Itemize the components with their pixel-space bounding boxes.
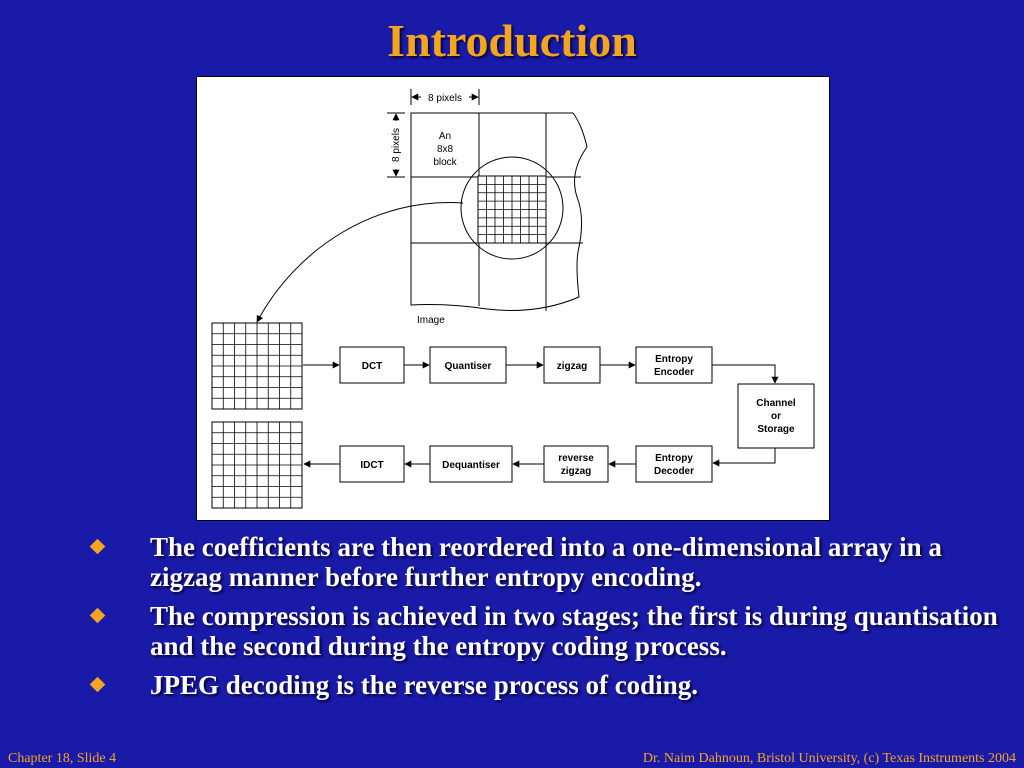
zigzag-label: zigzag [557,361,588,372]
diamond-bullet-icon [89,607,106,624]
reverse-zigzag-box [543,445,609,483]
block-label-line-1: An [439,131,451,142]
bullet-text: The compression is achieved in two stage… [150,601,998,661]
dct-label: DCT [362,361,383,372]
entropy-encoder-box [635,346,713,384]
zigzag-box [543,346,601,384]
idct-box [339,445,405,483]
diamond-bullet-icon [89,538,106,555]
magnified-block-grid [477,175,547,244]
bullet-list: The coefficients are then reordered into… [89,532,1020,709]
bullet-text: The coefficients are then reordered into… [150,532,942,592]
reverse-zigzag-label-1: reverse [558,453,594,464]
slide-title: Introduction [387,15,637,66]
dim-horizontal-label: 8 pixels [428,93,462,104]
dct-box [339,346,405,384]
bullet-item: The coefficients are then reordered into… [89,532,1020,592]
quantiser-label: Quantiser [445,361,492,372]
bullet-text: JPEG decoding is the reverse process of … [150,670,698,700]
quantiser-box [429,346,507,384]
block-label-line-3: block [433,157,457,168]
channel-storage-box [737,383,815,449]
dimension-vertical [387,112,405,178]
output-block-grid [211,421,303,509]
jpeg-diagram: 8 pixels 8 pixels An 8x8 block Image [196,76,830,521]
entropy-decoder-label-1: Entropy [655,453,693,464]
entropy-encoder-label-2: Encoder [654,367,694,378]
curved-arrow [256,202,464,323]
channel-label-1: Channel [756,398,796,409]
diamond-bullet-icon [89,676,106,693]
channel-label-2: or [771,411,781,422]
idct-label: IDCT [360,460,383,471]
reverse-zigzag-label-2: zigzag [561,466,592,477]
bullet-item: The compression is achieved in two stage… [89,601,1020,661]
entropy-decoder-label-2: Decoder [654,466,694,477]
arrow-encoder-to-channel [712,364,779,384]
channel-label-3: Storage [757,424,795,435]
dequantiser-box [429,445,513,483]
footer-slide-number: Chapter 18, Slide 4 [8,751,117,766]
dequantiser-label: Dequantiser [442,460,500,471]
footer-credit: Dr. Naim Dahnoun, Bristol University, (c… [642,751,1016,766]
jpeg-diagram-svg: 8 pixels 8 pixels An 8x8 block Image [211,89,815,509]
entropy-encoder-label-1: Entropy [655,354,693,365]
dim-vertical-label: 8 pixels [391,128,402,162]
block-label-line-2: 8x8 [437,144,454,155]
dimension-horizontal [410,89,480,105]
magnifier-circle [460,156,564,260]
bullet-item: JPEG decoding is the reverse process of … [89,670,1020,700]
entropy-decoder-box [635,445,713,483]
input-block-grid [211,322,303,410]
arrow-channel-to-decoder [712,448,776,467]
image-label: Image [417,315,445,326]
